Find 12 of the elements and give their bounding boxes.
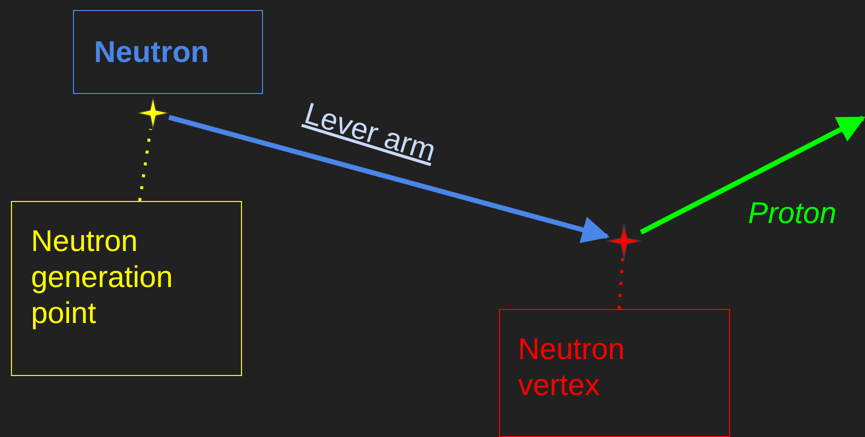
leader-line <box>138 128 152 202</box>
arrow <box>168 114 610 244</box>
node-label: Neutron <box>94 35 210 71</box>
node-label: Neutron vertex <box>518 332 626 404</box>
star-marker <box>607 224 641 258</box>
arrow <box>640 116 865 234</box>
node-label: Neutron generation point <box>31 224 174 332</box>
leader-line <box>618 258 624 310</box>
label-box <box>73 10 263 94</box>
label-box <box>499 309 730 437</box>
label-box <box>11 201 242 376</box>
star-marker <box>137 97 169 129</box>
